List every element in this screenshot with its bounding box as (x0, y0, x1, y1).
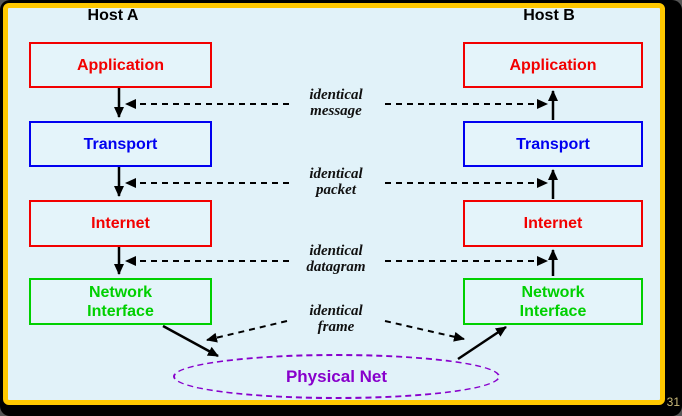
host-b-network-interface-layer: Network Interface (463, 278, 643, 325)
host-a-application-label: Application (76, 56, 165, 74)
annotation-identical-datagram: identical datagram (276, 243, 396, 275)
slide-page-number: 31 (666, 395, 680, 409)
annotation-identical-message: identical message (276, 87, 396, 119)
annotation-message-line2: message (310, 103, 362, 119)
host-a-network-interface-label: Network Interface (87, 283, 154, 320)
host-a-internet-label: Internet (91, 215, 150, 232)
host-a-application-layer: Application (29, 42, 212, 88)
host-b-transport-label: Transport (516, 135, 590, 153)
annotation-frame-line2: frame (317, 319, 355, 335)
host-b-internet-layer: Internet (463, 200, 643, 247)
annotation-identical-frame: identical frame (276, 303, 396, 335)
physical-net-ellipse: Physical Net (173, 354, 500, 399)
host-b-title: Host B (523, 7, 575, 24)
host-a-transport-label: Transport (83, 135, 158, 153)
host-b-network-interface-label: Network Interface (519, 283, 587, 320)
host-b-internet-label: Internet (523, 215, 583, 232)
annotation-packet-line1: identical (309, 166, 363, 182)
host-b-application-layer: Application (463, 42, 643, 88)
host-a-transport-layer: Transport (29, 121, 212, 167)
host-a-internet-layer: Internet (29, 200, 212, 247)
physical-net-label: Physical Net (285, 366, 388, 386)
annotation-message-line1: identical (309, 87, 363, 103)
host-b-application-label: Application (509, 56, 597, 74)
annotation-datagram-line2: datagram (306, 259, 366, 275)
annotation-frame-line1: identical (309, 303, 363, 319)
annotation-identical-packet: identical packet (276, 166, 396, 198)
annotation-packet-line2: packet (316, 182, 356, 198)
host-b-transport-layer: Transport (463, 121, 643, 167)
host-a-title: Host A (87, 7, 139, 24)
host-a-network-interface-layer: Network Interface (29, 278, 212, 325)
annotation-datagram-line1: identical (309, 243, 363, 259)
